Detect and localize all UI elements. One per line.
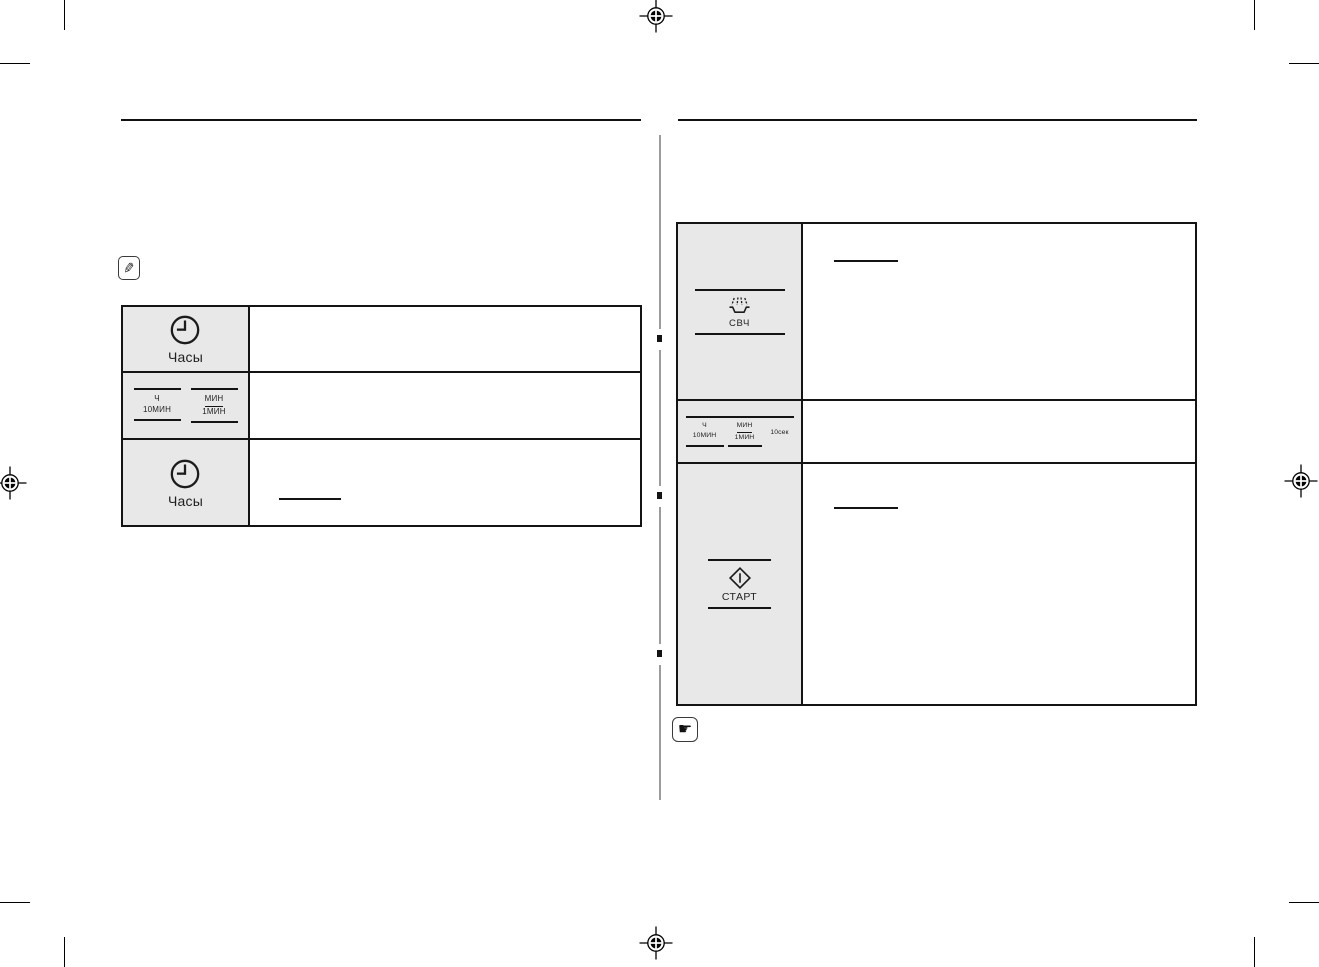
registration-mark-icon	[1284, 464, 1318, 498]
pencil-glyph: ✎	[122, 259, 136, 277]
crop-mark	[0, 902, 30, 904]
blank-underline	[834, 507, 898, 509]
ten-seconds-button: 10сек	[766, 421, 794, 447]
left-control-table: Часы Ч 10МИН МИН 1МИН	[121, 305, 642, 527]
left-section-rule	[121, 119, 641, 121]
clock-button-label: Часы	[168, 349, 203, 365]
description-cell	[250, 373, 640, 440]
hour-button-top-label: Ч	[154, 393, 160, 403]
start-button-cell: СТАРТ	[678, 464, 803, 704]
clock-button-cell: Часы	[123, 307, 250, 373]
minute-button-top-label: МИН	[736, 421, 753, 433]
description-cell	[250, 307, 640, 373]
time-set-buttons: Ч 10МИН МИН 1МИН	[133, 387, 238, 424]
clock-icon	[171, 315, 200, 345]
clock-button-cell: Часы	[123, 440, 250, 525]
microwave-button-cell: СВЧ	[678, 224, 803, 401]
hour-button-top-label: Ч	[702, 421, 707, 429]
pointing-hand-icon: ☛	[672, 717, 698, 742]
minute-button-top-label: МИН	[204, 394, 224, 407]
clock-icon	[171, 459, 200, 488]
time-buttons-cell: Ч 10МИН МИН 1МИН 10сек	[678, 401, 803, 464]
start-button: СТАРТ	[708, 559, 771, 609]
description-cell	[803, 224, 1195, 401]
crop-mark	[64, 0, 66, 30]
minute-button: МИН 1МИН	[727, 421, 762, 448]
hour-button-bottom-label: 10МИН	[692, 431, 717, 439]
blank-underline	[279, 498, 341, 500]
hour-button: Ч 10МИН	[685, 421, 724, 448]
column-divider	[659, 350, 661, 486]
blank-underline	[834, 260, 898, 262]
column-divider	[659, 665, 661, 800]
registration-mark-icon	[639, 0, 673, 33]
crop-mark	[1289, 63, 1319, 65]
clock-button: Часы	[168, 457, 203, 509]
microwave-button: СВЧ	[694, 288, 785, 335]
description-cell	[803, 401, 1195, 464]
clock-button: Часы	[168, 313, 203, 365]
divider-section-marker	[657, 650, 662, 657]
start-icon	[728, 566, 751, 590]
minute-button-bottom-label: 1МИН	[202, 406, 226, 416]
microwave-icon	[729, 296, 750, 313]
hour-button: Ч 10МИН	[133, 387, 181, 422]
minute-button: МИН 1МИН	[190, 387, 238, 424]
column-divider	[659, 507, 661, 644]
registration-mark-icon	[639, 926, 673, 960]
right-control-table: СВЧ Ч 10МИН МИН 1МИН 10сек	[676, 222, 1197, 706]
registration-mark-icon	[0, 466, 27, 500]
start-button-label: СТАРТ	[721, 591, 758, 603]
description-cell	[250, 440, 640, 525]
ten-seconds-button-label: 10сек	[770, 428, 789, 436]
divider-section-marker	[657, 492, 662, 499]
crop-mark	[1254, 0, 1256, 30]
hour-button-bottom-label: 10МИН	[142, 404, 172, 414]
minute-button-bottom-label: 1МИН	[734, 433, 755, 441]
crop-mark	[64, 937, 66, 967]
column-divider	[659, 135, 661, 329]
time-buttons-cell: Ч 10МИН МИН 1МИН	[123, 373, 250, 440]
divider-section-marker	[657, 335, 662, 342]
hand-glyph: ☛	[677, 720, 693, 738]
pencil-note-icon: ✎	[118, 256, 140, 280]
description-cell	[803, 464, 1195, 704]
time-set-buttons: Ч 10МИН МИН 1МИН 10сек	[685, 415, 794, 448]
crop-mark	[1254, 937, 1256, 967]
microwave-button-label: СВЧ	[729, 317, 750, 329]
crop-mark	[0, 63, 30, 65]
clock-button-label: Часы	[168, 492, 203, 509]
crop-mark	[1289, 902, 1319, 904]
right-section-rule	[678, 119, 1197, 121]
